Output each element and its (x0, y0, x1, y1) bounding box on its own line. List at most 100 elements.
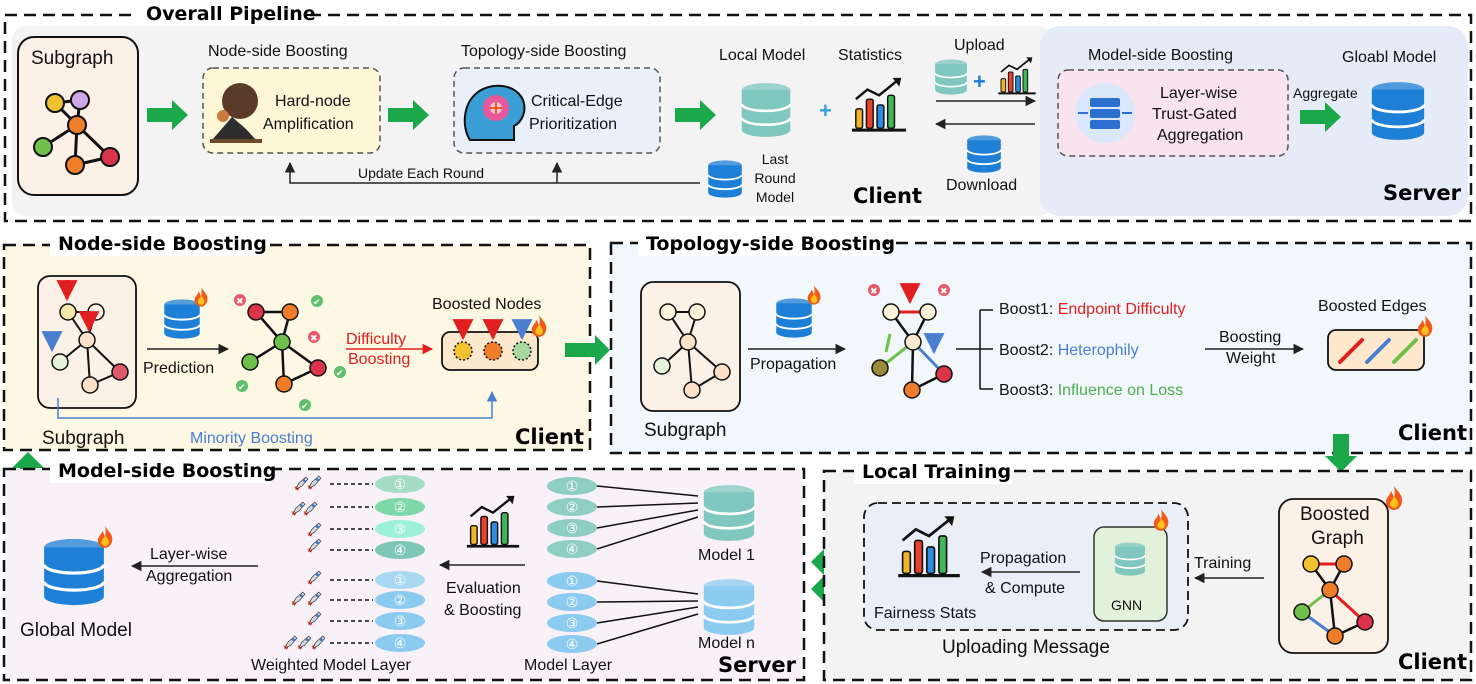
edge-boost-graph-icon: ✖ ✖ (868, 283, 953, 399)
aggregate-arrow (1300, 102, 1341, 132)
global-model-database-icon (1370, 80, 1426, 142)
local-model-label: Local Model (719, 47, 805, 64)
weighted-layer-num: ① (394, 572, 407, 588)
node-subgraph-label: Subgraph (42, 428, 124, 449)
prediction-database-icon (163, 298, 201, 340)
boost2-row: Boost2: Heterophily (999, 342, 1139, 359)
weighted-layer-num: ③ (394, 521, 407, 537)
topology-subgraph-icon (653, 303, 731, 399)
model1-label: Model 1 (698, 547, 755, 564)
local-panel-client-label: Client (1398, 650, 1467, 674)
server-rack-icon (1075, 83, 1135, 143)
brain-gear-icon (463, 84, 526, 141)
layer-wise-line2: Trust-Gated (1152, 106, 1237, 123)
local-model-database-icon (740, 81, 792, 139)
svg-text:✖: ✖ (870, 286, 878, 296)
model-layer-num: ③ (566, 520, 579, 536)
node-side-label: Node-side Boosting (208, 43, 348, 60)
boost1-row: Boost1: Endpoint Difficulty (999, 301, 1185, 318)
gnn-database-icon (1114, 541, 1146, 577)
topology-side-panel: Topology-side Boosting Subgraph Propagat… (609, 232, 1473, 455)
node-subgraph-icon (51, 303, 129, 394)
sisyphus-icon (210, 83, 262, 143)
prop-compute-line2: & Compute (985, 580, 1065, 597)
modeln-database-icon (702, 577, 756, 637)
hard-node-line2: Amplification (263, 116, 354, 133)
topology-panel-client-label: Client (1398, 421, 1467, 445)
model-panel-server-label: Server (718, 653, 797, 677)
flow-arrow-3 (675, 100, 716, 130)
svg-text:✔: ✔ (336, 368, 344, 378)
subgraph-icon (33, 90, 120, 175)
last-round-line1: Last (762, 151, 789, 167)
weighted-layer-num: ① (394, 476, 407, 492)
model-layer-num: ③ (566, 615, 579, 631)
prediction-graph-icon: ✖ ✔ ✖ ✔ ✔ ✔ (234, 294, 346, 411)
layer-agg-line2: Aggregation (146, 568, 232, 585)
boosting-weight-line2: Weight (1226, 350, 1276, 367)
upload-label: Upload (954, 37, 1005, 54)
weighted-layers: ① ② ③ ④ ① ② ③ ④ (283, 475, 425, 652)
boosted-graph-icon (1293, 555, 1374, 645)
model-side-label: Model-side Boosting (1088, 47, 1233, 64)
training-label: Training (1194, 555, 1251, 572)
hard-node-line1: Hard-node (275, 93, 351, 110)
gnn-label: GNN (1111, 597, 1142, 613)
critical-edge-line1: Critical-Edge (531, 93, 623, 110)
overall-pipeline-panel: Overall Pipeline Subgraph Node-side Boos… (3, 2, 1473, 223)
weighted-layer-num: ② (394, 592, 407, 608)
weighted-layer-num: ④ (394, 635, 407, 651)
svg-text:✖: ✖ (310, 333, 318, 343)
svg-text:✔: ✔ (301, 401, 309, 411)
svg-text:✖: ✖ (236, 296, 244, 306)
boosted-graph-line1: Boosted (1300, 504, 1370, 525)
statistics-label: Statistics (838, 47, 902, 64)
update-loop-arrow (284, 161, 700, 184)
weighted-model-layer-label: Weighted Model Layer (251, 657, 411, 674)
model-layer-num: ② (566, 499, 579, 515)
svg-text:✔: ✔ (238, 382, 246, 392)
prop-compute-line1: Propagation (980, 550, 1066, 567)
model-layer-num: ① (566, 573, 579, 589)
evaluation-line1: Evaluation (446, 580, 521, 597)
last-round-database-icon (707, 159, 743, 199)
model-layer-num: ④ (566, 541, 579, 557)
last-round-line3: Model (756, 189, 794, 205)
evaluation-line2: & Boosting (444, 602, 521, 619)
weighted-layer-num: ④ (394, 542, 407, 558)
prediction-label: Prediction (143, 360, 214, 377)
propagation-label: Propagation (750, 356, 836, 373)
topology-side-label: Topology-side Boosting (461, 43, 626, 60)
layer-agg-line1: Layer-wise (150, 546, 227, 563)
critical-edge-line2: Prioritization (529, 116, 617, 133)
last-round-line2: Round (754, 170, 795, 186)
global-model-text: Global Model (20, 620, 132, 641)
model-layers: ① ② ③ ④ ① ② ③ ④ (547, 477, 699, 653)
weighted-layer-num: ② (394, 499, 407, 515)
node-side-panel: Node-side Boosting Subgraph Minority Boo… (2, 232, 592, 452)
uploading-message-label: Uploading Message (942, 637, 1110, 658)
update-each-round-label: Update Each Round (358, 165, 484, 181)
aggregate-label: Aggregate (1293, 85, 1358, 101)
topology-panel-title: Topology-side Boosting (646, 233, 895, 255)
model-layer-num: ① (566, 478, 579, 494)
local-training-panel: Local Training Fairness Stats Propagatio… (822, 460, 1473, 682)
global-model-label: Gloabl Model (1342, 49, 1436, 66)
local-panel-title: Local Training (862, 461, 1011, 483)
propagation-database-icon (775, 297, 813, 339)
svg-text:+: + (819, 98, 832, 123)
model-side-panel: Model-side Boosting Layer-wise Aggregati… (2, 459, 806, 682)
model-layer-num: ④ (566, 636, 579, 652)
overall-pipeline-title: Overall Pipeline (146, 3, 316, 25)
model-panel-title: Model-side Boosting (58, 460, 276, 482)
boost-bracket (956, 309, 993, 390)
upload-database-icon (934, 58, 968, 96)
boost3-row: Boost3: Influence on Loss (999, 382, 1183, 399)
boosted-edges-label: Boosted Edges (1318, 298, 1427, 315)
download-label: Download (946, 177, 1017, 194)
overall-subgraph-label: Subgraph (31, 48, 113, 69)
topology-to-local-arrow (1325, 434, 1357, 472)
model-layer-num: ② (566, 594, 579, 610)
boosted-nodes-label: Boosted Nodes (432, 296, 541, 313)
